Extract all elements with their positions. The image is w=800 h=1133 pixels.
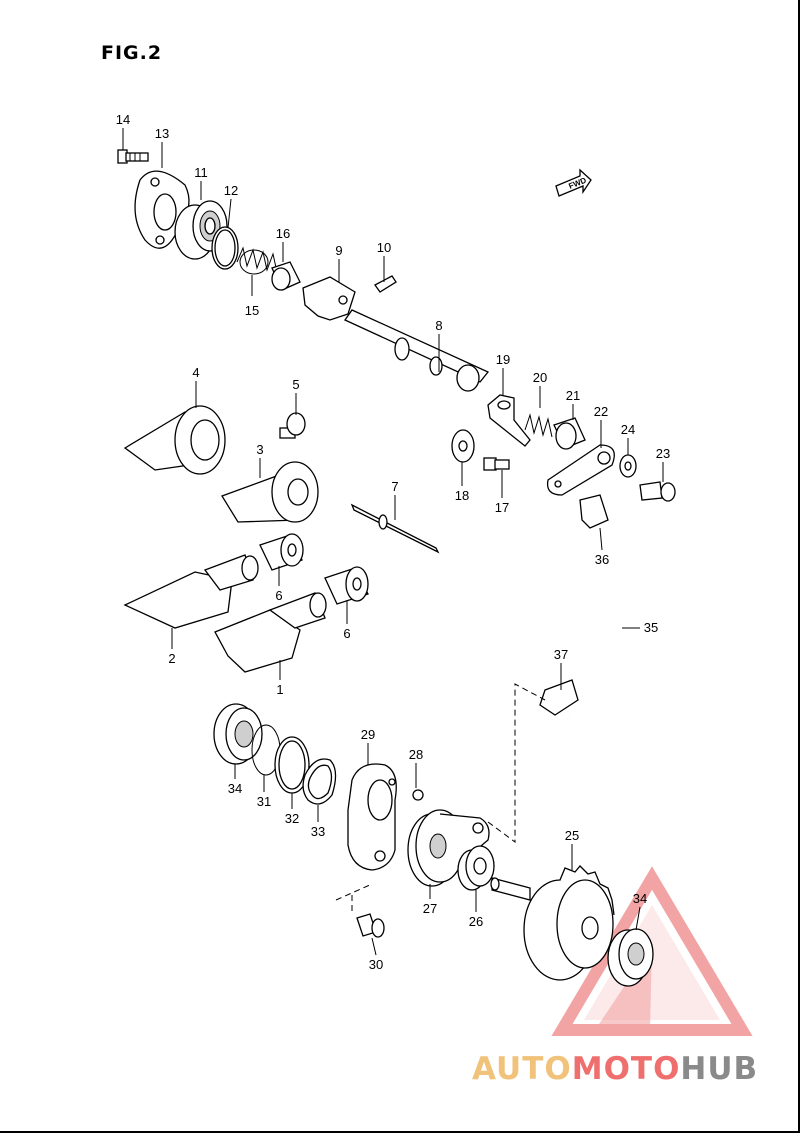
figure-title: FIG.2 (101, 42, 163, 64)
bearing-34b (607, 928, 654, 987)
callout-29: 29 (361, 727, 375, 742)
bolt-14 (117, 149, 149, 164)
oring-32 (274, 736, 310, 794)
callout-34: 34 (228, 781, 242, 796)
callout-34: 34 (633, 891, 647, 906)
callout-31: 31 (257, 794, 271, 809)
collar-21 (553, 417, 586, 450)
plate-19 (487, 394, 531, 447)
watermark-part1: AUTO (472, 1051, 572, 1087)
callout-18: 18 (455, 488, 469, 503)
callout-26: 26 (469, 914, 483, 929)
shaft-8 (344, 309, 490, 392)
valve-2 (123, 554, 259, 629)
callout-37: 37 (554, 647, 568, 662)
callout-3: 3 (256, 442, 263, 457)
collar-6b (324, 566, 369, 605)
callout-8: 8 (435, 318, 442, 333)
callout-14: 14 (116, 112, 130, 127)
gasket-33 (302, 758, 337, 805)
valve-4 (123, 405, 226, 475)
callout-12: 12 (224, 183, 238, 198)
washer-24 (619, 454, 637, 478)
callout-5: 5 (292, 377, 299, 392)
ball-28 (412, 789, 424, 801)
callout-24: 24 (621, 422, 635, 437)
callout-30: 30 (369, 957, 383, 972)
bolt-23 (639, 481, 676, 502)
bolt-5 (279, 412, 306, 439)
seal-26 (457, 845, 495, 891)
callout-17: 17 (495, 500, 509, 515)
cover-29 (347, 763, 397, 871)
callout-leader (635, 906, 641, 931)
oring-12 (211, 226, 239, 270)
rod-7 (350, 503, 440, 554)
callout-9: 9 (335, 243, 342, 258)
rod-35 (567, 518, 639, 721)
callout-20: 20 (533, 370, 547, 385)
callout-27: 27 (423, 901, 437, 916)
callout-2: 2 (168, 651, 175, 666)
spring-20 (524, 413, 553, 438)
callout-11: 11 (194, 165, 208, 180)
callout-1: 1 (276, 682, 283, 697)
bolt-17 (483, 457, 510, 471)
clip-36 (579, 494, 609, 529)
callout-22: 22 (594, 404, 608, 419)
collar-6a (259, 533, 304, 571)
lever-9 (302, 276, 356, 321)
callout-leader (227, 198, 232, 229)
callout-21: 21 (566, 388, 580, 403)
watermark-part2: MOTO (571, 1051, 681, 1087)
callout-leader (599, 527, 603, 551)
callout-19: 19 (496, 352, 510, 367)
valve-1 (214, 592, 327, 673)
washer-18 (451, 429, 475, 463)
clip-37 (539, 679, 579, 716)
valve-3 (221, 461, 319, 523)
callout-10: 10 (377, 240, 391, 255)
callout-33: 33 (311, 824, 325, 839)
plate-27 (407, 809, 490, 887)
callout-6: 6 (275, 588, 282, 603)
collar-16 (271, 261, 301, 291)
bolt-10 (374, 275, 397, 293)
callout-6: 6 (343, 626, 350, 641)
gear-25 (490, 865, 615, 981)
watermark-part3: HUB (680, 1051, 759, 1087)
callout-13: 13 (155, 126, 169, 141)
bearing-34a (213, 703, 263, 765)
callout-4: 4 (192, 365, 199, 380)
callout-28: 28 (409, 747, 423, 762)
callout-23: 23 (656, 446, 670, 461)
callout-32: 32 (285, 811, 299, 826)
callout-leader (371, 937, 377, 956)
callout-15: 15 (245, 303, 259, 318)
callout-25: 25 (565, 828, 579, 843)
screw-30 (356, 913, 385, 938)
callout-35: 35 (644, 620, 658, 635)
callout-16: 16 (276, 226, 290, 241)
fwd-arrow: FWD (555, 168, 592, 197)
spring-15 (236, 246, 278, 275)
callout-7: 7 (391, 479, 398, 494)
lever-22 (546, 444, 615, 496)
watermark-text: AUTOMOTOHUB (472, 1051, 758, 1087)
callout-36: 36 (595, 552, 609, 567)
